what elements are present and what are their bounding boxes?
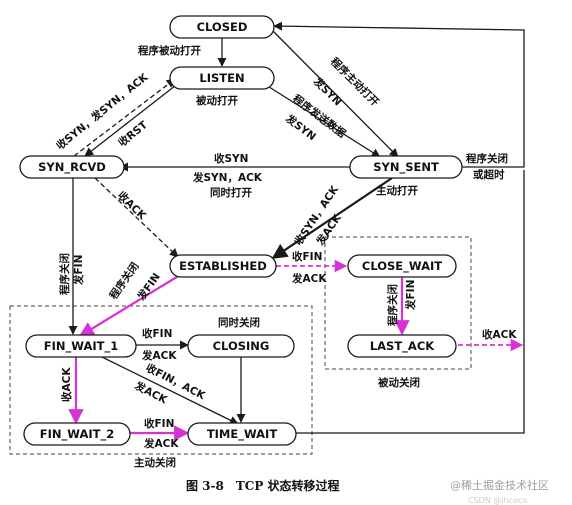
label-send-ack-3: 发ACK [141,349,177,362]
svg-text:FIN_WAIT_1: FIN_WAIT_1 [44,339,118,354]
edge-closed-synsent [271,29,399,158]
label-recv-fin-2: 收FIN [142,327,172,340]
state-last-ack: LAST_ACK [347,334,457,358]
state-closing: CLOSING [187,334,295,358]
svg-text:SYN_SENT: SYN_SENT [373,160,439,175]
svg-text:TIME_WAIT: TIME_WAIT [207,427,278,442]
svg-text:SYN_RCVD: SYN_RCVD [38,160,106,175]
label-recv-ack-1: 收ACK [115,189,149,223]
label-recv-ack-2: 收ACK [482,328,517,341]
label-active-open: 主动打开 [376,184,418,197]
label-passive-open-app: 程序被动打开 [138,44,201,57]
state-time-wait: TIME_WAIT [187,422,297,446]
edge-finwait1-timewait [99,355,239,425]
label-recv-syn: 收SYN [214,152,248,165]
watermark-sub: CSDN @jhcoco [468,496,527,505]
label-recv-fin-1: 收FIN [292,250,322,263]
figure-caption: 图 3-8 TCP 状态转移过程 [186,478,340,493]
label-recv-fin-3: 收FIN [144,417,174,430]
edge-established-finwait1 [78,274,181,337]
label-send-fin-1: 发FIN [72,255,85,286]
label-simultaneous-close: 同时关闭 [218,316,260,329]
label-active-close: 主动关闭 [134,456,176,469]
edge-synsent-established [271,177,393,259]
state-syn-sent: SYN_SENT [349,155,463,179]
edge-synsent-closed [273,21,525,168]
svg-text:CLOSE_WAIT: CLOSE_WAIT [362,259,442,274]
state-fin-wait-1: FIN_WAIT_1 [25,334,137,358]
edge-synrcvd-established [94,177,179,258]
label-send-syn-ack: 发SYN，ACK [192,171,263,184]
svg-text:ESTABLISHED: ESTABLISHED [179,259,267,273]
label-passive-close: 被动关闭 [378,376,420,389]
svg-text:LAST_ACK: LAST_ACK [370,339,435,354]
label-app-close-fin-1: 程序关闭 [58,253,71,295]
passive-close-box [324,236,472,370]
edge-listen-synsent [265,84,381,158]
label-or-timeout: 或超时 [473,168,505,181]
state-listen: LISTEN [169,66,275,90]
svg-text:LISTEN: LISTEN [199,71,244,85]
label-send-ack-5: 发ACK [143,437,179,450]
label-send-fin-3: 发FIN [404,280,417,311]
state-fin-wait-2: FIN_WAIT_2 [23,422,131,446]
state-closed: CLOSED [169,15,275,39]
label-send-syn-1: 发SYN [310,74,344,108]
label-recv-rst: 收RST [116,118,151,150]
label-app-close-fin-3: 程序关闭 [386,284,399,326]
watermark-main: @稀土掘金技术社区 [450,478,549,492]
state-syn-rcvd: SYN_RCVD [19,155,125,179]
edge-timewait-closed [296,170,525,434]
label-recv-syn-send-synack: 收SYN，发SYN，ACK [54,70,151,152]
label-app-close: 程序关闭 [466,152,508,165]
svg-text:FIN_WAIT_2: FIN_WAIT_2 [40,427,114,442]
svg-text:CLOSING: CLOSING [213,339,270,353]
edge-listen-synrcvd [84,81,181,157]
svg-text:CLOSED: CLOSED [197,20,248,34]
active-close-box [9,305,313,455]
label-simultaneous-open: 同时打开 [210,186,252,199]
label-recv-ack-3: 收ACK [60,367,73,402]
edge-synrcvd-listen [73,78,176,157]
label-send-ack-2: 发ACK [291,272,327,285]
label-passive-open: 被动打开 [196,94,238,107]
state-close-wait: CLOSE_WAIT [347,254,457,278]
state-established: ESTABLISHED [169,254,277,278]
